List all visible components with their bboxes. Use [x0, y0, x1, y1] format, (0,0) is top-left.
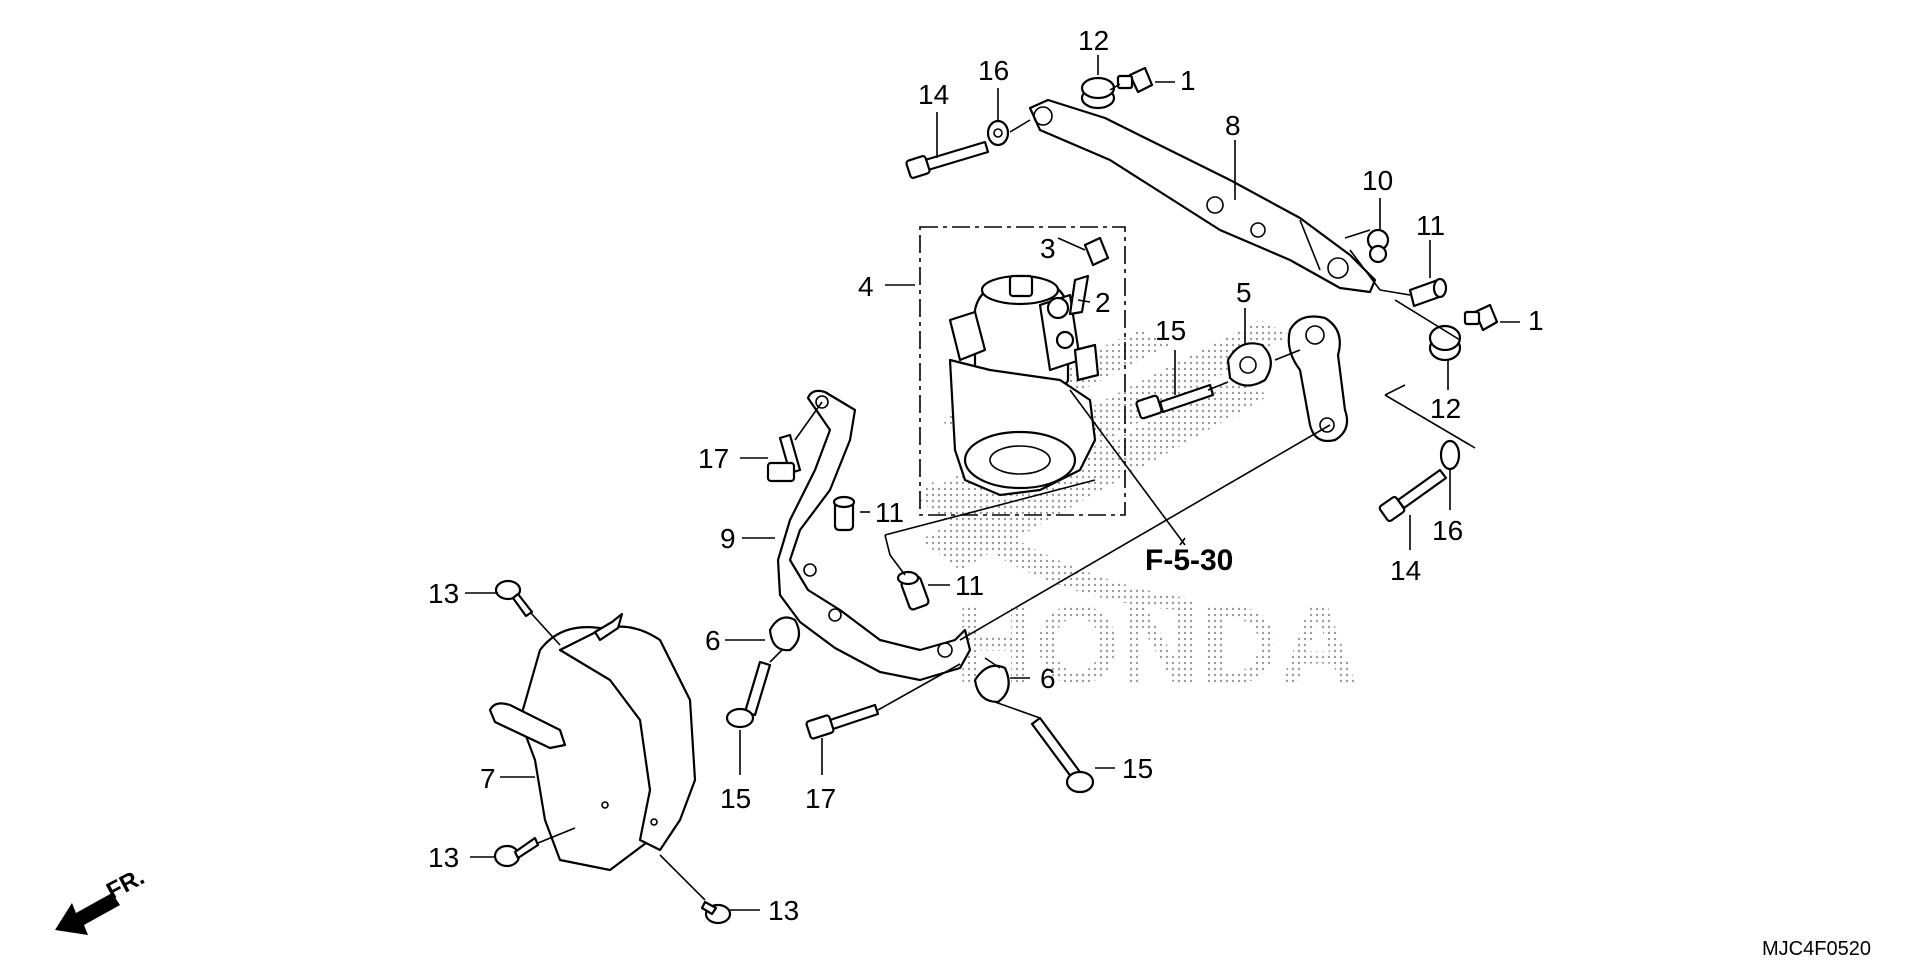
callout-16-right: 16	[1432, 515, 1463, 546]
callout-2: 2	[1095, 287, 1111, 318]
part-13-bolt-left	[493, 836, 540, 868]
callout-15-lower-left: 15	[720, 783, 751, 814]
part-13-bolt-top	[494, 579, 534, 618]
callout-11-lower-left: 11	[955, 570, 984, 601]
part-2-bleed-screw	[1068, 274, 1090, 316]
part-14-bolt-upper	[905, 140, 990, 179]
callout-16-upper: 16	[978, 55, 1009, 86]
part-15-bolt-mid	[1135, 383, 1215, 420]
callout-14-upper: 14	[918, 79, 949, 110]
diagram-code: MJC4F0520	[1762, 938, 1871, 960]
part-10-nut	[1366, 228, 1390, 264]
part-15-bolt-lower-right	[1030, 716, 1095, 794]
part-6-nut-left	[768, 616, 801, 652]
callout-labels: 1 1 2 3 4 5 6 6 7 8 9 10 11 11 11 12 12 …	[428, 25, 1544, 926]
callout-13-top: 13	[428, 578, 459, 609]
part-6-nut-right	[973, 664, 1010, 704]
part-1-cap-nut-right	[1463, 303, 1499, 332]
callout-11-upper-left: 11	[875, 497, 904, 528]
callout-13-left: 13	[428, 842, 459, 873]
reference-label[interactable]: F-5-30	[1145, 544, 1233, 577]
part-5-rubber-mount	[1226, 342, 1272, 387]
part-11-collar-upper-left	[832, 495, 856, 532]
part-9-bracket	[776, 389, 972, 682]
part-16-washer-upper	[986, 119, 1010, 147]
callout-8: 8	[1225, 110, 1241, 141]
callout-6-left: 6	[705, 625, 721, 656]
reference-pointer	[1179, 537, 1186, 546]
callout-4: 4	[858, 271, 874, 302]
callout-9: 9	[720, 523, 736, 554]
front-direction: FR.	[55, 863, 149, 935]
callout-15-lower-right: 15	[1122, 753, 1153, 784]
part-13-bolt-bottom	[700, 900, 732, 925]
callout-leaders	[465, 55, 1520, 911]
part-4-assembly-box	[919, 226, 1126, 516]
callout-7: 7	[480, 763, 496, 794]
part-17-bolt-lower	[805, 703, 880, 740]
callout-12-right: 12	[1430, 393, 1461, 424]
part-8-link-rod	[1028, 98, 1377, 294]
part-3-nipple	[1083, 236, 1110, 267]
callout-6-right: 6	[1040, 663, 1056, 694]
part-17-bolt-upper	[766, 433, 802, 483]
callout-17-upper: 17	[698, 443, 729, 474]
callout-12-upper: 12	[1078, 25, 1109, 56]
callout-14-right: 14	[1390, 555, 1421, 586]
assembly-lines	[529, 83, 1476, 901]
watermark-text: HONDA	[955, 584, 1358, 707]
callout-3: 3	[1040, 233, 1056, 264]
part-12-rubber-upper	[1080, 76, 1116, 110]
part-15-bolt-lower-left	[725, 660, 772, 729]
callout-13-bottom: 13	[768, 895, 799, 926]
callout-1-right: 1	[1528, 305, 1544, 336]
part-1-cap-nut-upper	[1116, 66, 1154, 94]
part-11-collar-lower-left	[896, 570, 930, 611]
callout-11-right: 11	[1416, 210, 1445, 241]
part-11-collar-right	[1408, 277, 1448, 308]
part-7-cover	[488, 612, 697, 872]
callout-10: 10	[1362, 165, 1393, 196]
callout-15-mid: 15	[1155, 315, 1186, 346]
part-14-bolt-right	[1378, 468, 1448, 523]
pivot-arm	[1287, 315, 1349, 443]
callout-1-upper: 1	[1180, 65, 1196, 96]
part-12-rubber-right	[1428, 324, 1462, 362]
callout-17-lower: 17	[805, 783, 836, 814]
front-arrow-icon	[55, 893, 120, 935]
callout-5: 5	[1236, 277, 1252, 308]
part-16-washer-right	[1439, 439, 1461, 471]
